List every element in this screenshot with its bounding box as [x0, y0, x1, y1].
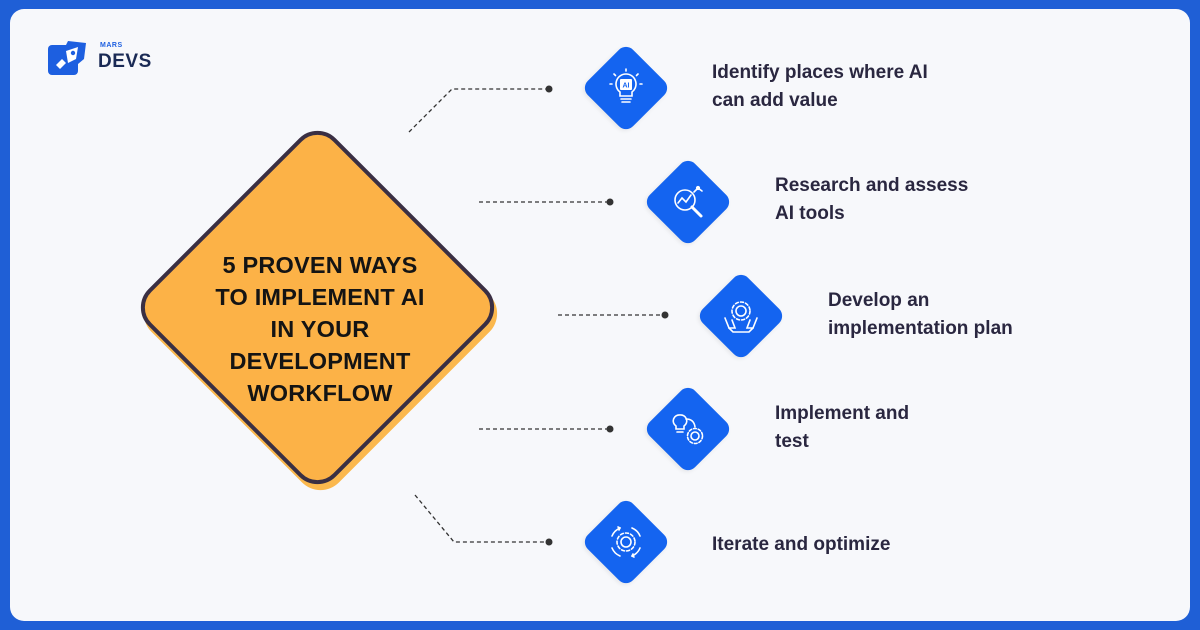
connector-dot-4	[606, 425, 614, 433]
main-title-line: WORKFLOW	[247, 380, 393, 406]
gear-hands-icon	[724, 301, 758, 333]
step-4-badge	[642, 383, 734, 475]
step-5-label: Iterate and optimize	[712, 534, 891, 555]
main-title-line: TO IMPLEMENT AI	[215, 284, 425, 310]
connector-1	[408, 88, 548, 133]
main-title-line: IN YOUR	[270, 316, 370, 342]
research-chart-icon	[674, 185, 703, 218]
connector-5	[414, 494, 548, 543]
step-2-badge	[642, 156, 734, 248]
connector-dot-2	[606, 198, 614, 206]
main-title-line: 5 PROVEN WAYS	[222, 252, 418, 278]
step-3-badge	[695, 270, 787, 362]
svg-text:AI: AI	[623, 83, 630, 90]
step-2-label: Research and assess AI tools	[775, 175, 969, 224]
brand-logo[interactable]: MARS DEVS	[46, 39, 176, 79]
step-3-label: Develop an implementation plan	[828, 290, 1013, 339]
main-title-line: DEVELOPMENT	[229, 348, 411, 374]
brand-small-text: MARS	[100, 42, 123, 49]
step-1-badge: AI	[580, 42, 672, 134]
rocket-icon	[48, 41, 86, 75]
connector-dot-5	[545, 538, 553, 546]
connector-dot-1	[545, 85, 553, 93]
step-5-badge	[580, 496, 672, 588]
brand-name: DEVS	[98, 51, 152, 72]
cycle-gear-icon	[611, 526, 641, 558]
infographic-card: MARS DEVS 5 PROVEN WAYS TO IMPLEMENT AI IN…	[10, 9, 1190, 621]
ai-bulb-icon: AI	[609, 68, 643, 103]
connector-dot-3	[661, 311, 669, 319]
main-title: 5 PROVEN WAYS TO IMPLEMENT AI IN YOUR DEVEL…	[170, 249, 470, 409]
step-4-label: Implement and test	[775, 403, 910, 452]
bulb-gear-icon	[672, 414, 704, 445]
step-1-label: Identify places where AI can add value	[712, 62, 928, 111]
